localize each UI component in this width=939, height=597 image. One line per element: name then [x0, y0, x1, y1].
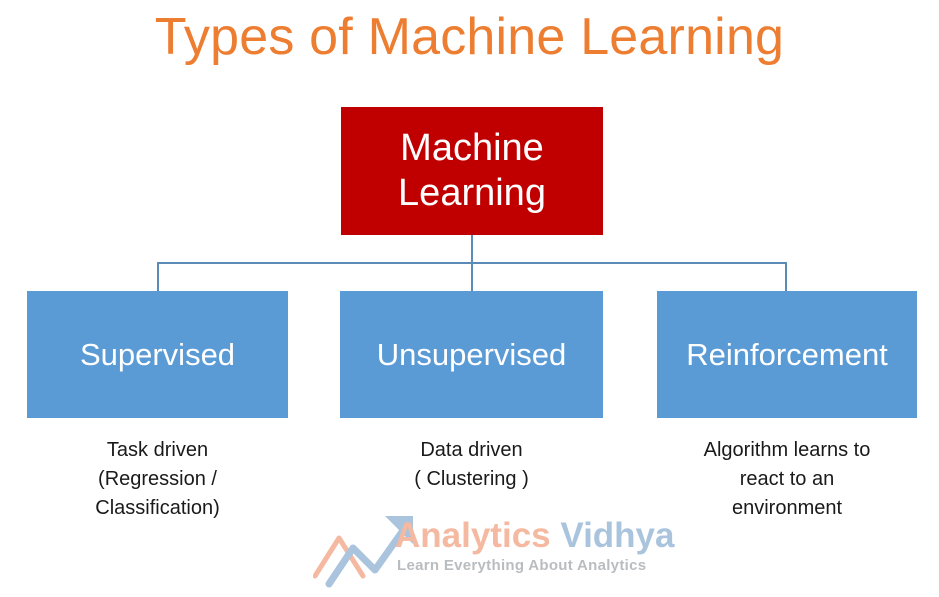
node-machine-learning-label: Machine Learning	[398, 127, 546, 214]
caption-supervised: Task driven (Regression / Classification…	[95, 439, 220, 519]
caption-unsupervised: Data driven ( Clustering )	[414, 439, 529, 490]
connector-root-stem	[471, 235, 473, 263]
watermark: Analytics Vidhya Learn Everything About …	[313, 512, 675, 592]
caption-reinforcement: Algorithm learns to react to an environm…	[703, 439, 871, 519]
watermark-brand: Analytics Vidhya	[395, 516, 675, 555]
node-machine-learning[interactable]: Machine Learning	[341, 107, 603, 235]
node-unsupervised[interactable]: Unsupervised	[340, 291, 603, 418]
node-reinforcement[interactable]: Reinforcement	[657, 291, 917, 418]
node-supervised[interactable]: Supervised	[27, 291, 288, 418]
connector-drop-reinforcement	[785, 262, 787, 292]
watermark-tagline: Learn Everything About Analytics	[397, 556, 647, 574]
node-unsupervised-label: Unsupervised	[376, 336, 567, 372]
growth-arrow-icon	[313, 516, 413, 588]
watermark-brand-first: Analytics	[395, 516, 551, 555]
watermark-brand-second: Vidhya	[560, 516, 675, 555]
node-reinforcement-label: Reinforcement	[686, 336, 888, 372]
node-supervised-label: Supervised	[79, 336, 236, 372]
page-title: Types of Machine Learning	[154, 8, 785, 66]
watermark-text: Analytics Vidhya Learn Everything About …	[395, 516, 675, 574]
connector-drop-supervised	[157, 262, 159, 292]
connector-drop-unsupervised	[471, 262, 473, 292]
